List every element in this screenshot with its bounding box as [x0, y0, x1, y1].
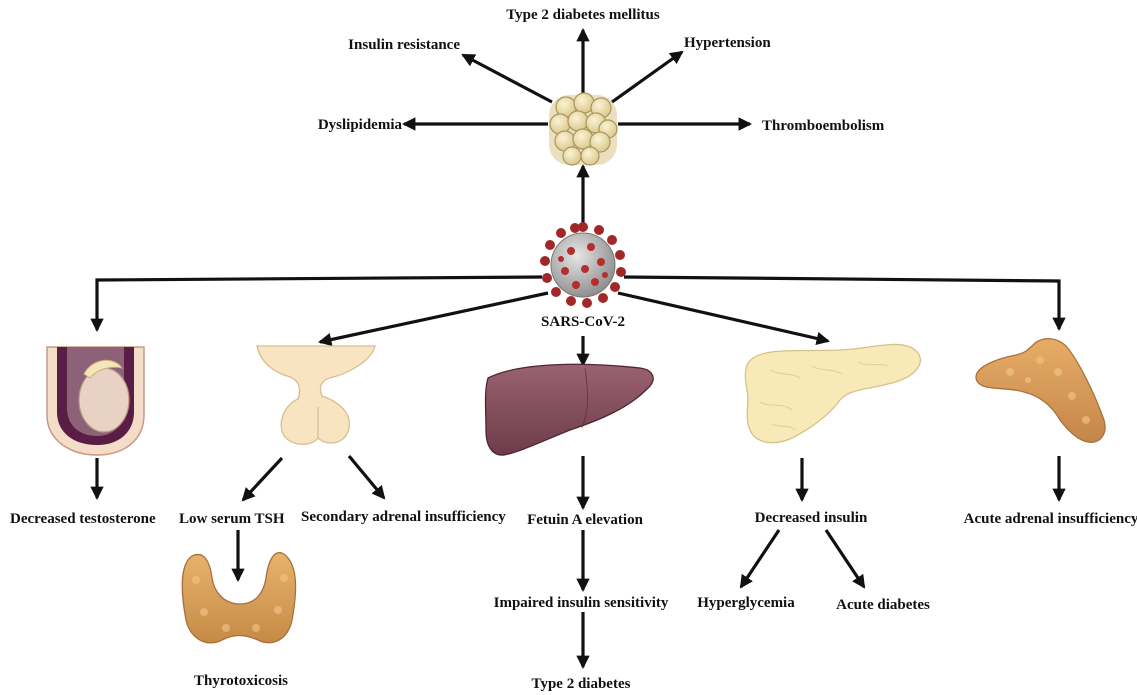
label-acute-adrenal-insufficiency: Acute adrenal insufficiency — [964, 510, 1137, 528]
arrow-insulin-to-acute-diabetes — [826, 530, 864, 587]
label-hyperglycemia: Hyperglycemia — [697, 594, 794, 612]
arrow-pituitary-to-adrenal-insufficiency — [349, 456, 384, 498]
label-thyrotoxicosis: Thyrotoxicosis — [194, 672, 288, 690]
arrow-virus-to-pancreas — [618, 293, 828, 341]
label-type-2-diabetes: Type 2 diabetes — [532, 675, 631, 693]
arrow-pituitary-to-tsh — [243, 458, 282, 500]
arrow-adipose-to-insulin-resistance — [463, 55, 552, 102]
label-acute-diabetes: Acute diabetes — [836, 596, 930, 614]
liver-icon — [486, 364, 654, 455]
label-decreased-testosterone: Decreased testosterone — [10, 510, 156, 528]
arrow-virus-to-adrenal — [624, 277, 1059, 329]
sars-cov-2-virus-icon — [540, 222, 626, 308]
label-sars-cov-2: SARS-CoV-2 — [541, 313, 625, 331]
arrow-adipose-to-hypertension — [612, 52, 682, 102]
adipose-tissue-icon — [549, 93, 617, 165]
label-decreased-insulin: Decreased insulin — [755, 509, 868, 527]
label-dyslipidemia: Dyslipidemia — [318, 116, 402, 134]
label-fetuin-a-elevation: Fetuin A elevation — [527, 511, 643, 529]
label-type-2-diabetes-mellitus: Type 2 diabetes mellitus — [506, 6, 659, 24]
arrow-virus-to-pituitary — [320, 293, 548, 342]
arrow-virus-to-testis — [97, 277, 542, 330]
label-impaired-insulin-sensitivity: Impaired insulin sensitivity — [494, 594, 669, 612]
label-hypertension: Hypertension — [684, 34, 771, 52]
arrow-insulin-to-hyperglycemia — [741, 530, 779, 587]
label-low-serum-tsh: Low serum TSH — [179, 510, 285, 528]
label-insulin-resistance: Insulin resistance — [348, 36, 460, 54]
adrenal-gland-icon — [976, 339, 1105, 443]
label-thromboembolism: Thromboembolism — [762, 117, 884, 135]
label-secondary-adrenal-insufficiency: Secondary adrenal insufficiency — [301, 508, 506, 526]
pancreas-icon — [745, 344, 920, 442]
testis-icon — [47, 347, 144, 455]
pituitary-gland-icon — [257, 346, 375, 444]
